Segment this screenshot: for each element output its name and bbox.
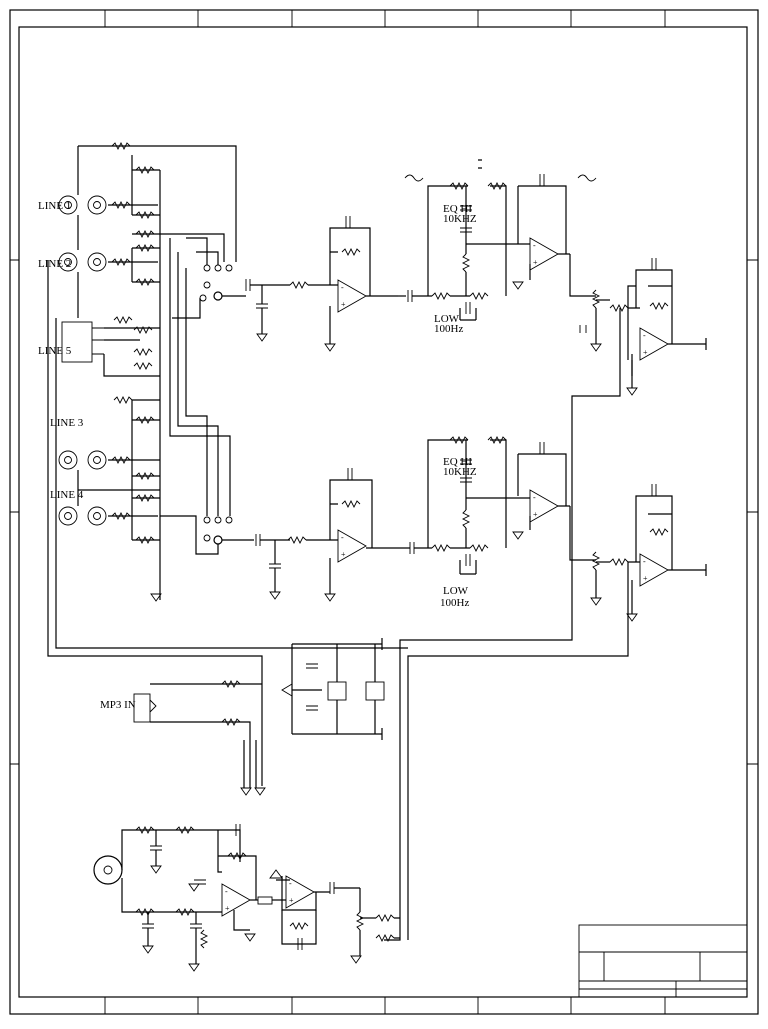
input-jacks-top bbox=[47, 142, 408, 786]
eq-section-top bbox=[398, 159, 597, 321]
line4-label: LINE 4 bbox=[50, 489, 84, 501]
power-supply-block bbox=[281, 638, 385, 740]
input-opamp-bottom bbox=[324, 467, 398, 602]
input-opamp-top bbox=[324, 215, 398, 352]
mp3-input bbox=[133, 680, 266, 796]
eq-section-bottom bbox=[398, 436, 596, 575]
output-stage-bottom bbox=[590, 483, 707, 622]
eq-low-label-bottom: LOW bbox=[443, 585, 469, 597]
sheet-frame bbox=[9, 9, 759, 1015]
input-jacks-bottom bbox=[58, 238, 231, 544]
input-selector-switch-bottom bbox=[160, 515, 338, 600]
mic-preamp bbox=[93, 823, 400, 972]
eq-low-label-top: LOW bbox=[434, 313, 460, 325]
mp3-in-label: MP3 IN bbox=[100, 699, 136, 711]
input-selector-switch-top bbox=[172, 237, 338, 342]
signal-routing bbox=[384, 308, 629, 941]
title-block bbox=[578, 924, 748, 998]
line2-label: LINE 2 bbox=[38, 258, 71, 270]
eq-hi-freq-label-top: 10KHZ bbox=[443, 213, 477, 225]
line3-label: LINE 3 bbox=[50, 417, 84, 429]
output-stage-top bbox=[579, 257, 707, 396]
line1-label: LINE 1 bbox=[38, 200, 71, 212]
eq-hi-label-bottom: EQ HI bbox=[443, 456, 472, 468]
eq-hi-label-top: EQ HI bbox=[443, 203, 472, 215]
line5-label: LINE 5 bbox=[38, 345, 72, 357]
eq-hi-freq-label-bottom: 10KHZ bbox=[443, 466, 477, 478]
eq-low-freq-label-bottom: 100Hz bbox=[440, 597, 469, 609]
eq-low-freq-label-top: 100Hz bbox=[434, 323, 463, 335]
